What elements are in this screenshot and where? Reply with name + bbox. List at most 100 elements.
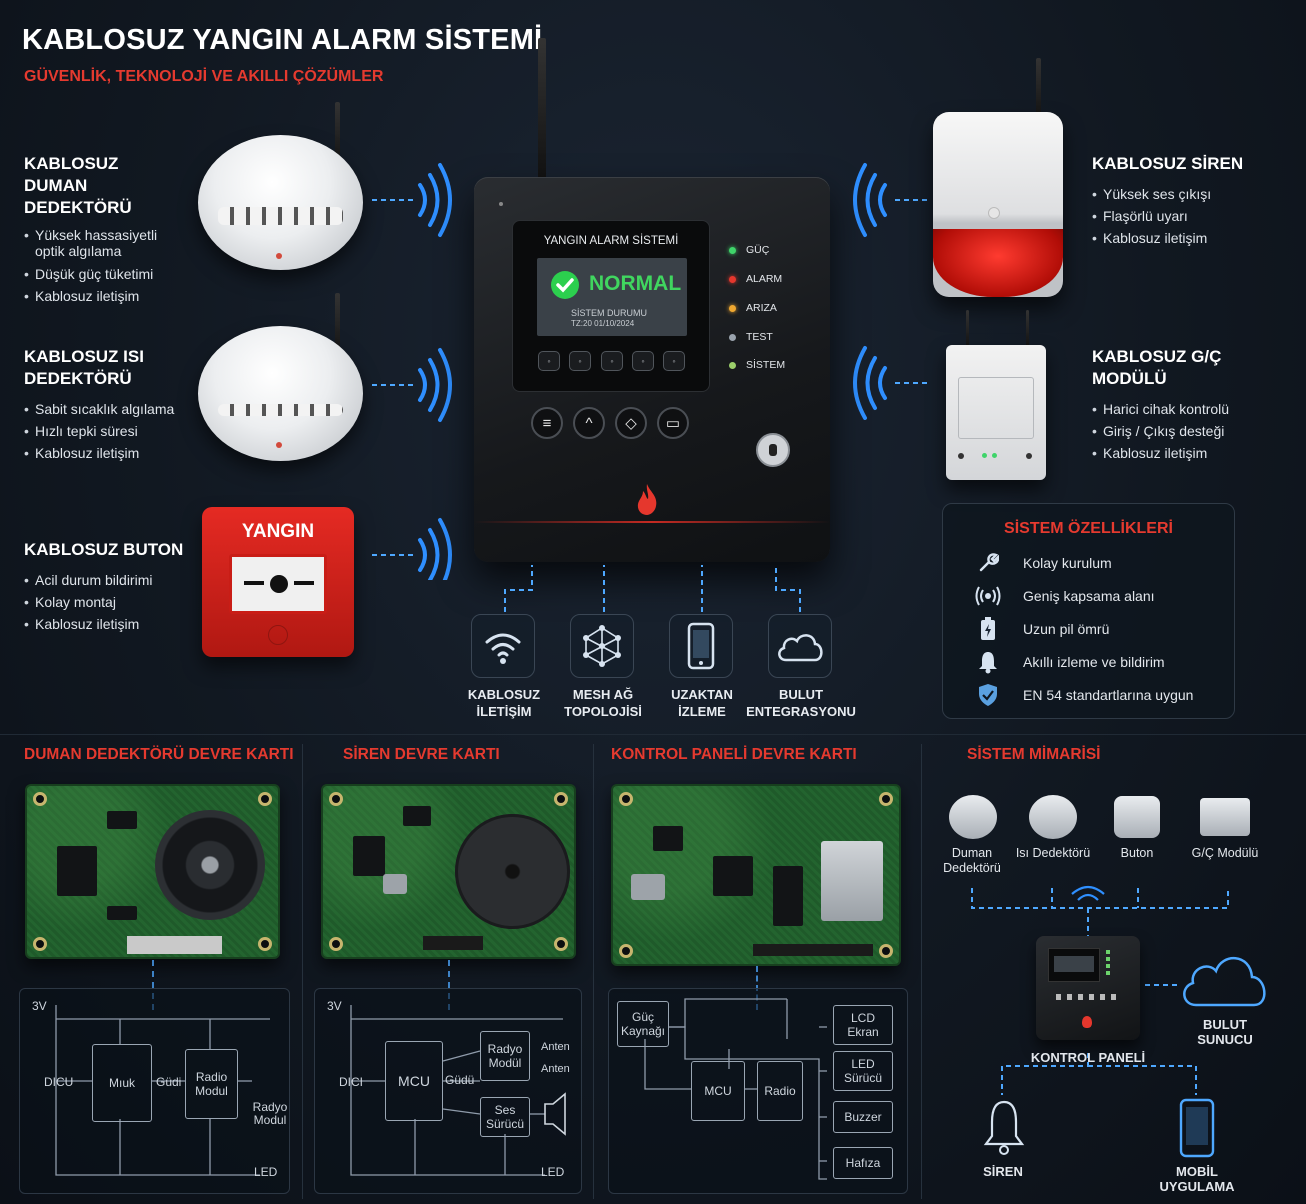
panel-label: KONTROL PANELİ	[1030, 1050, 1146, 1065]
schematic-label: Güdi	[156, 1075, 182, 1089]
mcu-block: Mıuk	[92, 1044, 152, 1122]
screen-button[interactable]: ◦	[601, 351, 623, 371]
schematic-label: Anten	[541, 1041, 570, 1053]
divider	[302, 744, 303, 1199]
memory-block: Hafıza	[833, 1147, 893, 1179]
siren-bell-icon	[983, 1100, 1025, 1155]
screen-button[interactable]: ◦	[569, 351, 591, 371]
siren-board-title: SİREN DEVRE KARTI	[343, 746, 500, 763]
siren-schematic: 3V DICI MCU Güdü Radyo Modül Ses Sürücü …	[314, 988, 582, 1194]
battery-icon	[975, 617, 1001, 640]
io-node-icon	[1200, 798, 1250, 836]
spec-row: Akıllı izleme ve bildirim	[975, 651, 1165, 674]
connector	[448, 960, 450, 1010]
led-test: TEST	[729, 331, 773, 343]
led-system: SİSTEM	[729, 359, 785, 371]
feature-item: Yüksek ses çıkışı	[1092, 183, 1282, 205]
feature-item: Düşük güç tüketimi	[24, 263, 184, 285]
bell-icon	[975, 651, 1001, 674]
heat-node-icon	[1029, 795, 1077, 839]
key-switch-icon[interactable]	[756, 433, 790, 467]
feature-item: Harici cihak kontrolü	[1092, 398, 1282, 420]
smoke-board-title: DUMAN DEDEKTÖRÜ DEVRE KARTI	[24, 746, 294, 763]
io-module-image	[946, 345, 1046, 480]
enter-button[interactable]: ◇	[615, 407, 647, 439]
smoke-detector-title: KABLOSUZ DUMAN DEDEKTÖRÜ	[24, 154, 132, 217]
button-node-icon	[1114, 796, 1160, 838]
back-button[interactable]: ▭	[657, 407, 689, 439]
status-text: NORMAL	[589, 272, 682, 295]
mobile-phone-icon	[1179, 1098, 1215, 1158]
panel-feature-links	[504, 565, 801, 612]
led-power: GÜÇ	[729, 244, 769, 256]
antenna	[1026, 310, 1029, 350]
node-label: Isı Dedektörü	[1015, 846, 1091, 860]
divider	[921, 744, 922, 1199]
spec-row: Kolay kurulum	[975, 552, 1112, 574]
feature-item: Kablosuz iletişim	[24, 285, 184, 307]
smoke-detector-pcb	[25, 784, 280, 959]
antenna	[1036, 58, 1041, 123]
button-title: KABLOSUZ BUTON	[24, 540, 184, 559]
led-driver-block: LED Sürücü	[833, 1051, 893, 1091]
menu-button[interactable]: ≡	[531, 407, 563, 439]
feature-label-mesh: MESH AĞ TOPOLOJİSİ	[564, 687, 642, 719]
cloud-icon	[778, 634, 823, 662]
shield-icon	[975, 684, 1001, 706]
feature-item: Flaşörlü uyarı	[1092, 205, 1282, 227]
radio-block: Radio	[757, 1061, 803, 1121]
schematic-label: DICI	[339, 1075, 363, 1089]
heat-detector-description: KABLOSUZ ISI DEDEKTÖRÜ Sabit sıcaklık al…	[24, 346, 184, 464]
control-panel: YANGIN ALARM SİSTEMİ NORMAL SİSTEM DURUM…	[474, 177, 830, 562]
divider	[0, 734, 1306, 735]
voltage-label: 3V	[32, 999, 47, 1013]
screen-title: YANGIN ALARM SİSTEMİ	[543, 235, 679, 247]
architecture-links	[971, 885, 1229, 1095]
feature-item: Kablosuz iletişim	[1092, 442, 1282, 464]
siren-label: SİREN	[983, 1164, 1023, 1179]
smoke-detector-image	[198, 135, 363, 270]
led-alarm: ALARM	[729, 273, 782, 285]
antenna	[335, 293, 340, 363]
panel-antenna	[538, 38, 546, 183]
radio-block: Radio Modul	[185, 1049, 238, 1119]
node-label: Duman Dedektörü	[943, 846, 1001, 875]
led-label: LED	[254, 1165, 278, 1179]
right-signal-links	[853, 163, 930, 420]
siren-pcb	[321, 784, 576, 959]
page-subtitle: GÜVENLİK, TEKNOLOJİ VE AKILLI ÇÖZÜMLER	[24, 68, 384, 85]
flame-icon	[637, 484, 657, 515]
cloud-icon	[1183, 956, 1266, 1007]
radio-block: Radyo Modül	[480, 1031, 530, 1081]
mesh-icon	[583, 625, 621, 667]
architecture-panel-image	[1036, 936, 1140, 1040]
led-fault: ARIZA	[729, 302, 777, 314]
screen-button[interactable]: ◦	[663, 351, 685, 371]
heat-detector-image	[198, 326, 363, 461]
button-description: KABLOSUZ BUTON Acil durum bildirimi Kola…	[24, 539, 184, 635]
screen-button[interactable]: ◦	[632, 351, 654, 371]
feature-item: Yüksek hassasiyetli optik algılama	[24, 227, 184, 259]
panel-board-title: KONTROL PANELİ DEVRE KARTI	[611, 746, 857, 763]
screen-button[interactable]: ◦	[538, 351, 560, 371]
cloud-feature-box	[768, 614, 832, 678]
check-icon	[551, 271, 579, 299]
status-subtext: SİSTEM DURUMU	[571, 308, 647, 318]
speaker-icon	[544, 1092, 566, 1136]
feature-item: Acil durum bildirimi	[24, 569, 184, 591]
panel-display-frame: YANGIN ALARM SİSTEMİ NORMAL SİSTEM DURUM…	[512, 220, 710, 392]
siren-description: KABLOSUZ SİREN Yüksek ses çıkışı Flaşörl…	[1092, 153, 1282, 249]
feature-item: Giriş / Çıkış desteği	[1092, 420, 1282, 442]
schematic-label: Güdü	[445, 1073, 475, 1087]
remote-feature-box	[669, 614, 733, 678]
connector	[152, 960, 154, 1010]
lcd-block: LCD Ekran	[833, 1005, 893, 1045]
left-signal-links	[372, 163, 452, 580]
spec-row: EN 54 standartlarına uygun	[975, 684, 1193, 706]
feature-item: Kablosuz iletişim	[24, 442, 184, 464]
signal-icon	[975, 585, 1001, 607]
call-point-label: YANGIN	[241, 521, 315, 542]
up-button[interactable]: ^	[573, 407, 605, 439]
buzzer-block: Buzzer	[833, 1101, 893, 1133]
panel-schematic: Güç Kaynağı MCU Radio LCD Ekran LED Sürü…	[608, 988, 908, 1194]
